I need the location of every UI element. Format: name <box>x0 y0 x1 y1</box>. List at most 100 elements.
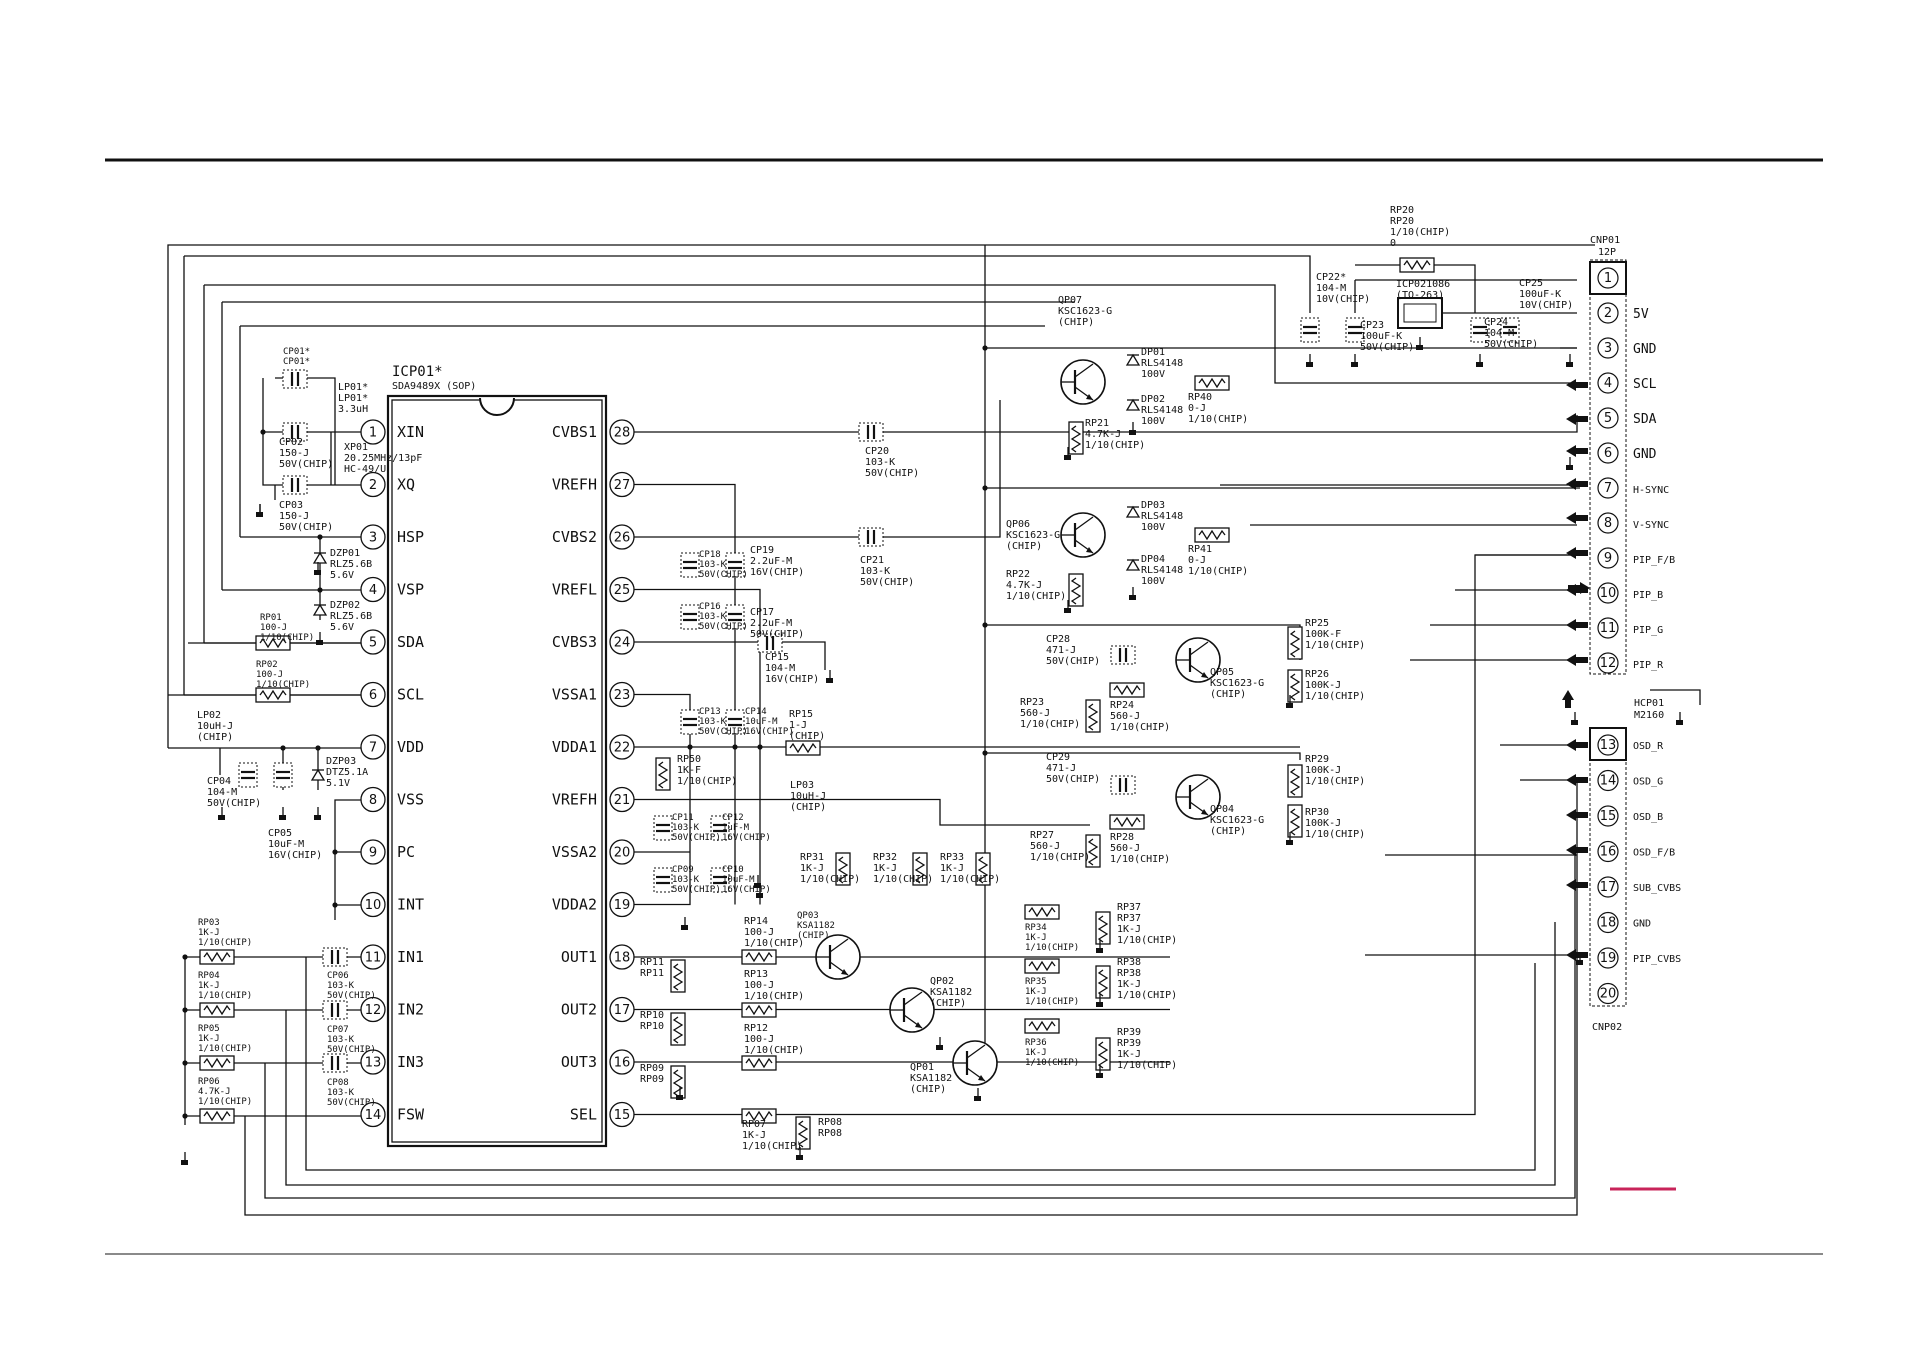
ic-pin-name: FSW <box>397 1106 425 1124</box>
cnp02-pin-name: SUB_CVBS <box>1633 883 1681 894</box>
signal-arrow <box>1566 478 1588 490</box>
ic-pin-number: 23 <box>614 688 631 703</box>
rp14-resistor <box>741 949 777 965</box>
ic-pin-number: 17 <box>614 1003 631 1018</box>
ic-pin-number: 18 <box>614 951 631 966</box>
ic-pin-number: 27 <box>614 478 631 493</box>
ic-pin-number: 7 <box>369 741 377 756</box>
ic-pin-name: IN2 <box>397 1001 424 1019</box>
ic-pin-name: PC <box>397 843 415 861</box>
ground-symbol <box>218 807 225 820</box>
cp14-capacitor <box>725 709 745 735</box>
cp04-capacitor <box>238 762 258 788</box>
rp15-resistor <box>785 740 821 756</box>
signal-arrow <box>1566 619 1588 631</box>
cp24-capacitor <box>1470 317 1490 343</box>
ground-symbol <box>1416 337 1423 350</box>
rp13-resistor <box>741 1002 777 1018</box>
dzp01-zener <box>312 551 328 564</box>
cnp01-pin-number: 11 <box>1600 621 1617 636</box>
wire <box>634 798 1090 826</box>
ground-symbol <box>279 807 286 820</box>
cnp02-pin-number: 19 <box>1600 951 1617 966</box>
rp07-resistor <box>741 1108 777 1124</box>
signal-arrow <box>1566 774 1588 786</box>
cp07-capacitor <box>322 1000 348 1020</box>
ic-pin-number: 25 <box>614 583 631 598</box>
rp50-resistor <box>655 757 671 791</box>
ic-pin-number: 1 <box>369 426 377 441</box>
junction-dot <box>757 744 763 750</box>
rp36-resistor <box>1024 1018 1060 1034</box>
wire <box>262 378 361 486</box>
ic-pin-name: CVBS3 <box>552 633 597 651</box>
rp30-resistor <box>1287 804 1303 838</box>
cp20-capacitor <box>858 422 884 442</box>
cnp01-pin-name: GND <box>1633 447 1657 462</box>
wiring <box>167 244 1701 1216</box>
cnp01-pin-number: 1 <box>1604 271 1612 286</box>
wire <box>334 799 361 920</box>
cnp01-pin-name: PIP_F/B <box>1633 555 1675 566</box>
cnp02-pin-number: 13 <box>1600 738 1617 753</box>
rp03-resistor <box>199 949 235 965</box>
ic-pin-number: 28 <box>614 426 631 441</box>
cp19-capacitor <box>725 552 745 578</box>
junction-dot <box>982 622 988 628</box>
cnp01-pin-number: 8 <box>1604 516 1612 531</box>
dp03-diode <box>1125 505 1141 518</box>
wire <box>634 483 736 905</box>
components <box>181 257 1683 1165</box>
cnp01-pin-name: PIP_B <box>1633 590 1663 601</box>
ground-symbol <box>756 885 763 898</box>
ic-pin-name: SEL <box>570 1106 597 1124</box>
junction-dot <box>280 745 286 751</box>
hcp01-ref: HCP01 <box>1634 698 1664 709</box>
ground-symbol <box>1566 457 1573 470</box>
ic-pin-name: SDA <box>397 633 424 651</box>
hcp01-part: M2160 <box>1634 710 1664 721</box>
dp01-diode <box>1125 353 1141 366</box>
ground-symbol <box>1286 832 1293 845</box>
ic-pin-name: CVBS2 <box>552 528 597 546</box>
ic-pin-number: 22 <box>614 741 631 756</box>
ic-pin-name: VSP <box>397 581 424 599</box>
